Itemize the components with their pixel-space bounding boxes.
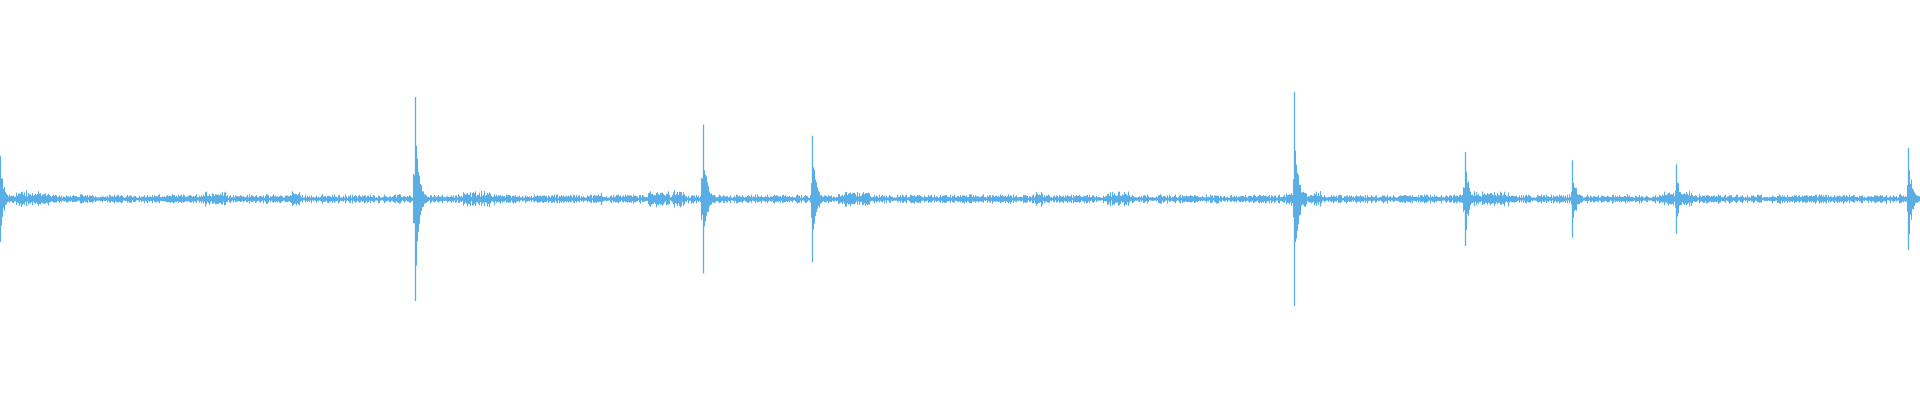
waveform-trace: [0, 91, 1920, 307]
waveform-noise-floor: [0, 133, 1920, 267]
